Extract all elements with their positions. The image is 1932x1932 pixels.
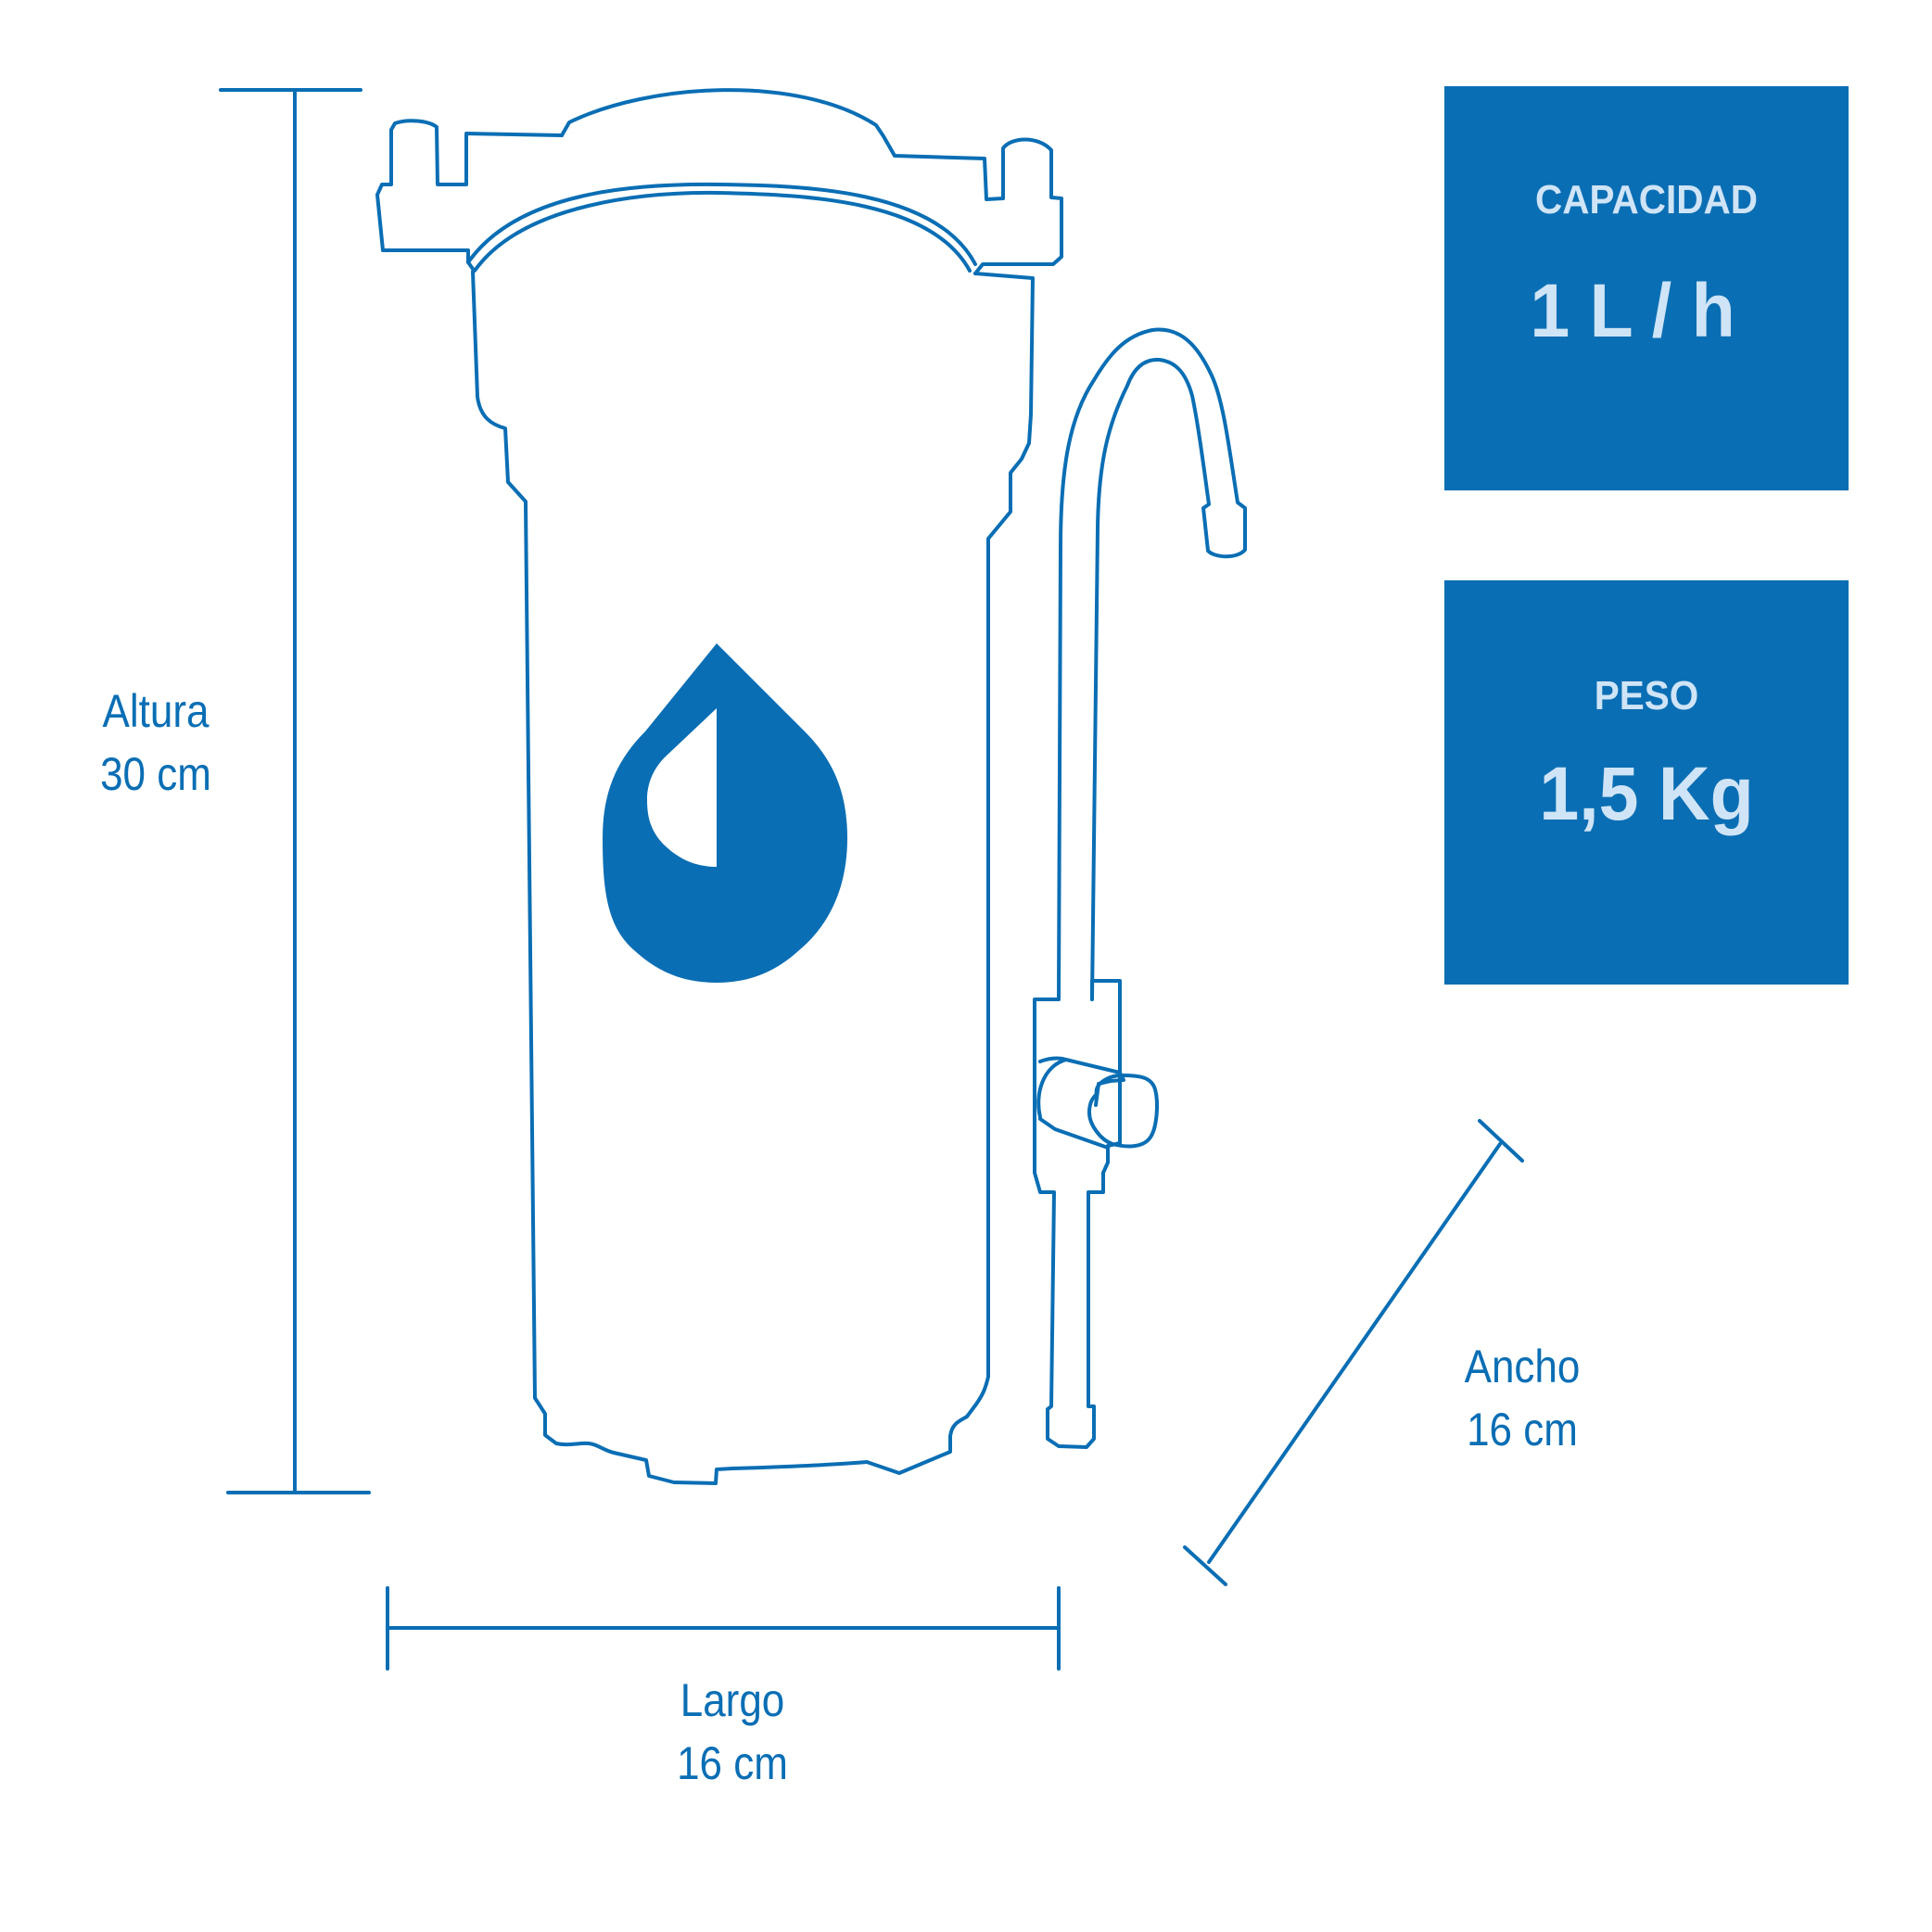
weight-card: PESO 1,5 Kg [1444,580,1849,985]
weight-value: 1,5 Kg [1539,752,1754,836]
width-value: 16 cm [1467,1404,1578,1455]
filter-housing [375,88,1063,1485]
height-dimension-label: Altura 30 cm [74,680,237,806]
length-value: 16 cm [677,1737,788,1789]
length-dimension-label: Largo 16 cm [651,1669,814,1795]
height-dimension-line [219,88,371,1494]
capacity-label: CAPACIDAD [1535,177,1758,222]
capacity-value: 1 L / h [1530,269,1735,353]
length-dimension-line [386,1586,1061,1671]
weight-label: PESO [1594,673,1699,718]
length-label: Largo [680,1674,785,1726]
width-dimension-label: Ancho 16 cm [1441,1335,1604,1461]
height-value: 30 cm [100,748,211,800]
width-label: Ancho [1464,1341,1581,1392]
faucet [1033,327,1247,1449]
water-drop-icon [603,643,847,983]
height-label: Altura [102,685,210,737]
capacity-card: CAPACIDAD 1 L / h [1444,86,1849,490]
width-dimension-line [1183,1119,1524,1586]
